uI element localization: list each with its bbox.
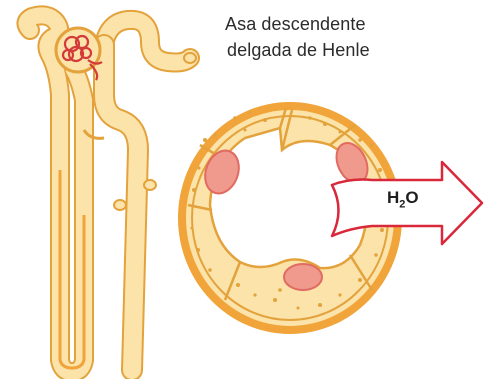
water-label-end: O: [405, 188, 418, 207]
water-label-main: H: [387, 188, 399, 207]
nucleus: [284, 264, 322, 290]
title-line-2: delgada de Henle: [227, 40, 370, 61]
nephron-illustration: [26, 15, 196, 372]
title-line-1: Asa descendente: [225, 14, 366, 35]
bowman-capsule: [56, 28, 100, 72]
water-label: H2O: [387, 188, 419, 210]
